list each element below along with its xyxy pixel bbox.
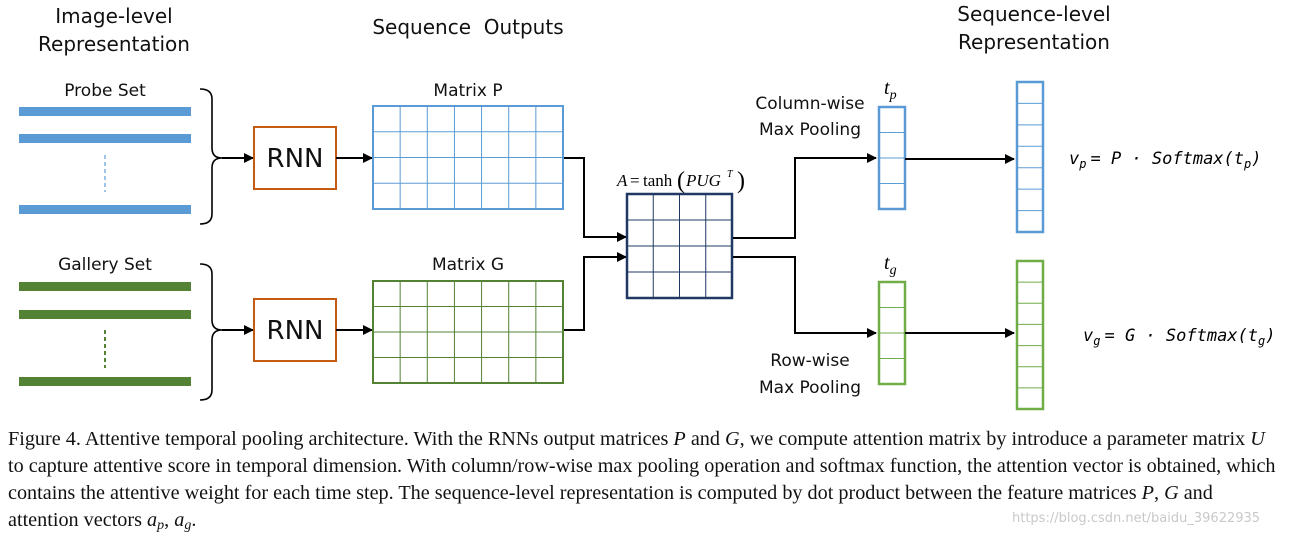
attention-formula-func: tanh (643, 171, 673, 190)
attention-formula-eq: = (630, 171, 640, 190)
figure-caption: Figure 4. Attentive temporal pooling arc… (8, 428, 1276, 533)
vg-formula: vg= G · Softmax(tg) (1083, 326, 1276, 348)
attention-formula-open-paren: ( (677, 168, 685, 194)
header-sequence-outputs: Sequence Outputs (372, 15, 563, 39)
matrix-p-label: Matrix P (433, 81, 502, 101)
matrix-g (372, 280, 564, 384)
tg-label: tg (884, 252, 897, 278)
arrow-matrix-p-to-attention (564, 157, 627, 242)
header-sequence-level-line2: Representation (958, 30, 1110, 54)
gallery-set-frames (19, 282, 191, 386)
attention-formula-sup: T (727, 169, 734, 180)
vp-vector (1015, 80, 1045, 234)
tg-vector (877, 280, 907, 386)
row-pooling-label-line2: Max Pooling (759, 378, 861, 398)
tp-label: tp (884, 77, 897, 103)
rnn-box-gallery (253, 298, 337, 362)
header-sequence-level-line1: Sequence-level (957, 2, 1110, 26)
column-pooling-label-line1: Column-wise (755, 94, 864, 114)
attention-matrix (625, 192, 734, 300)
gallery-set-label: Gallery Set (58, 255, 152, 275)
arrow-matrix-g-to-attention (564, 252, 627, 331)
gallery-brace (199, 263, 223, 401)
attention-formula-lhs: A (616, 171, 628, 190)
header-image-level-line1: Image-level (55, 4, 172, 28)
tp-vector (877, 105, 907, 211)
attention-formula: A = tanh ( PUG T ) (616, 168, 745, 194)
header-image-level-line2: Representation (38, 32, 190, 56)
probe-brace (199, 88, 223, 225)
column-pooling-label-line2: Max Pooling (759, 120, 861, 140)
row-pooling-label-line1: Row-wise (770, 351, 849, 371)
matrix-g-label: Matrix G (432, 255, 504, 275)
vg-vector-border (1015, 259, 1045, 411)
probe-set-frames (19, 107, 191, 214)
probe-set-label: Probe Set (64, 81, 146, 101)
arrow-attention-to-tg (733, 256, 877, 338)
rnn-box-probe (253, 126, 337, 190)
watermark: https://blog.csdn.net/baidu_39622935 (1012, 511, 1261, 526)
vp-formula: vp= P · Softmax(tp) (1069, 149, 1262, 171)
attention-formula-close-paren: ) (737, 168, 745, 194)
vg-vector (1015, 259, 1045, 411)
vp-vector-border (1015, 80, 1045, 234)
attention-formula-arg: PUG (685, 171, 721, 190)
rnn-label-probe: RNN (267, 144, 324, 174)
matrix-p (372, 105, 564, 210)
arrow-attention-to-tp (733, 153, 877, 239)
rnn-label-gallery: RNN (267, 316, 324, 346)
